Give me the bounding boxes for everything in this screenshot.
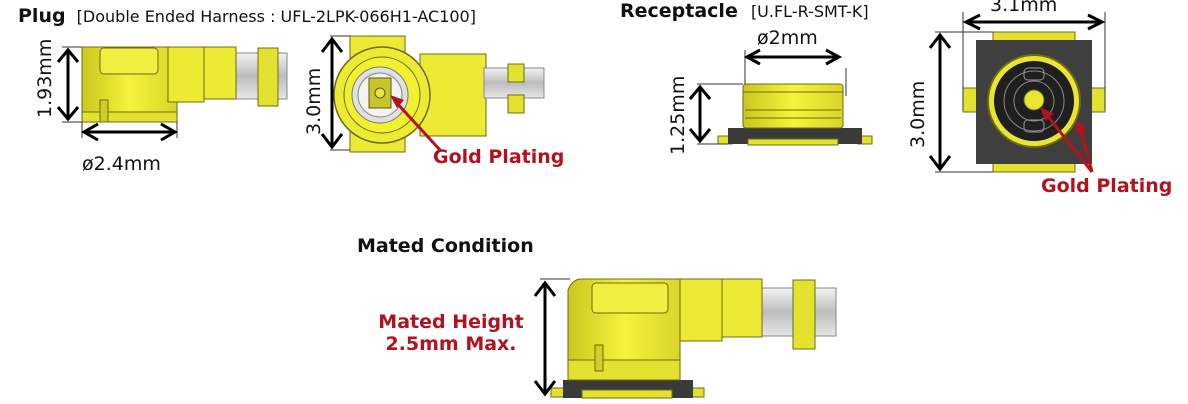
receptacle-diameter-dimension: ø2mm [757,27,818,49]
mated-title: Mated Condition [357,235,534,257]
receptacle-title: Receptacle [620,0,738,22]
plug-side-view-drawing [56,46,288,142]
receptacle-header: Receptacle [U.FL-R-SMT-K] [620,0,869,22]
plug-header: Plug [Double Ended Harness : UFL-2LPK-06… [18,5,476,27]
plug-diameter-dimension: ø2.4mm [82,153,161,175]
mated-height-label: Mated Height [378,311,524,333]
receptacle-subtitle: [U.FL-R-SMT-K] [750,2,869,21]
receptacle-gold-plating-callout: Gold Plating [1041,175,1173,197]
receptacle-side-view-drawing [688,48,873,146]
receptacle-top-view-drawing [928,12,1106,173]
mated-height-value: 2.5mm Max. [385,333,517,355]
plug-top-view-drawing [320,35,545,153]
plug-subtitle: [Double Ended Harness : UFL-2LPK-066H1-A… [76,7,476,26]
plug-title: Plug [18,5,66,27]
receptacle-width-dimension: 3.1mm [990,0,1058,16]
mated-height-callout: Mated Height 2.5mm Max. [371,311,531,355]
plug-gold-plating-callout: Gold Plating [433,146,565,168]
